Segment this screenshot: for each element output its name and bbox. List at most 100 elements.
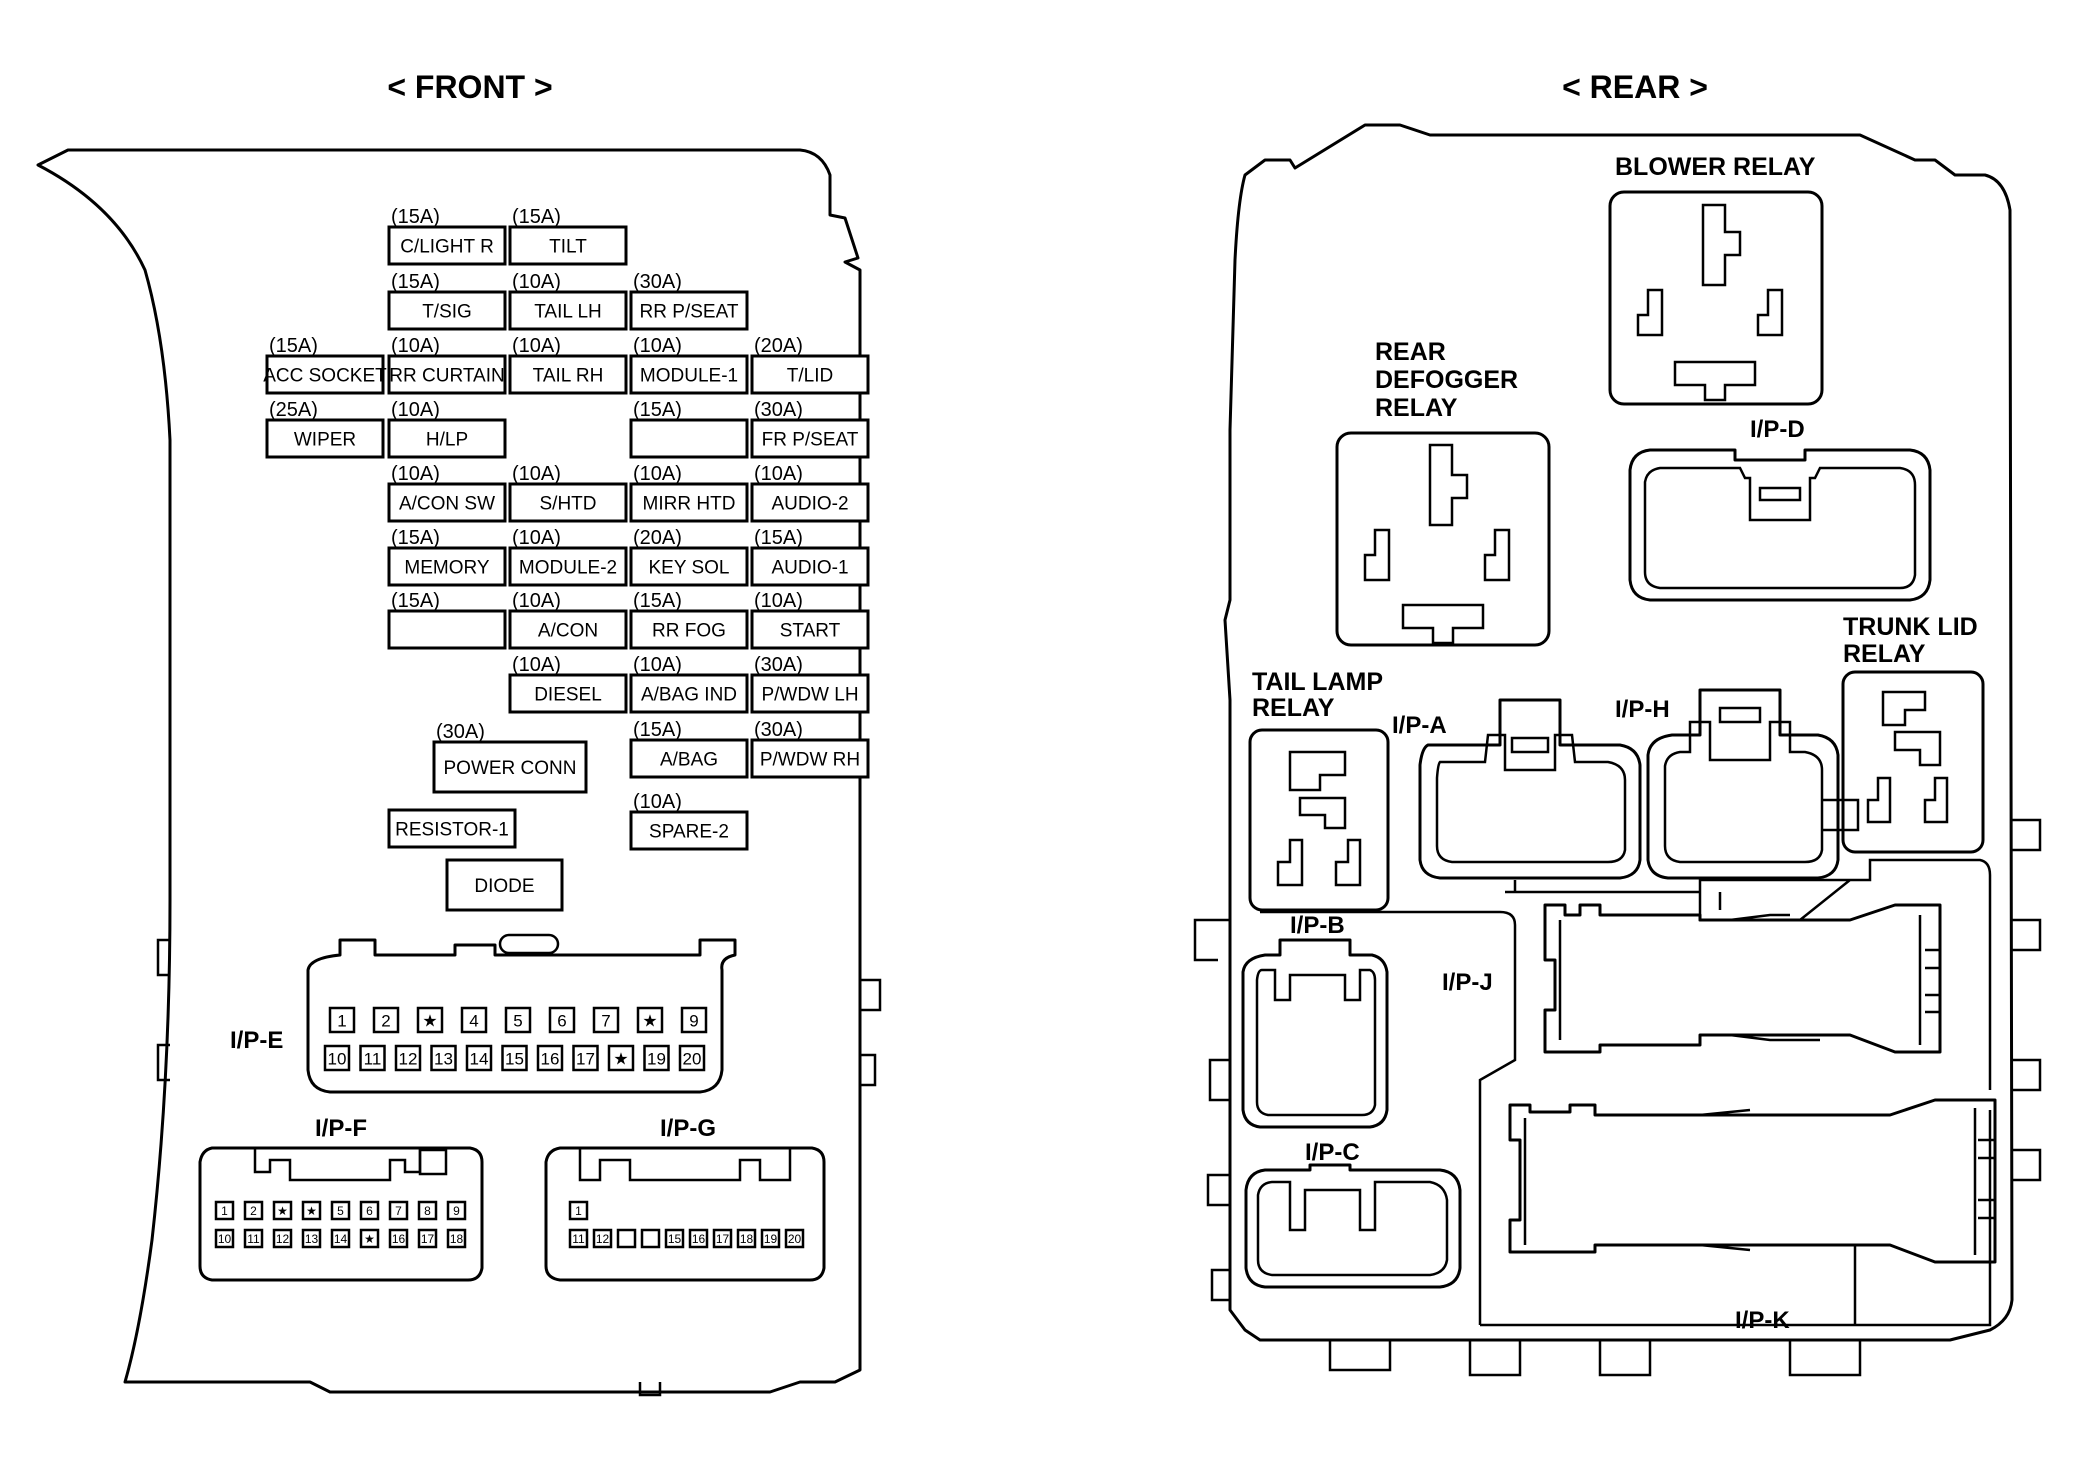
fuse-slot: (10A)A/CON SW xyxy=(387,463,507,523)
connector-pin xyxy=(592,1228,613,1249)
fuse-box xyxy=(750,673,870,714)
pin-number: 13 xyxy=(434,1049,453,1068)
connector-pin xyxy=(446,1200,467,1221)
connector-pin xyxy=(784,1228,805,1249)
connector-pin xyxy=(465,1044,493,1072)
fuse-amperage: (30A) xyxy=(633,271,682,293)
ipk-label: I/P-K xyxy=(1735,1307,1790,1334)
fuse-label: KEY SOL xyxy=(649,558,730,579)
pin-number: 4 xyxy=(469,1011,478,1030)
pin-number: 14 xyxy=(470,1049,489,1068)
tail-lamp-label-1: TAIL LAMP xyxy=(1252,668,1383,696)
pin-number: 17 xyxy=(576,1049,595,1068)
fuse-box xyxy=(750,482,870,523)
fuse-amperage: (10A) xyxy=(391,463,440,485)
fuse-amperage: (10A) xyxy=(391,399,440,421)
fuse-amperage: (15A) xyxy=(391,590,440,612)
fuse-amperage: (10A) xyxy=(512,590,561,612)
ipc-label: I/P-C xyxy=(1305,1139,1360,1166)
fuse-slot: (30A)FR P/SEAT xyxy=(750,399,870,459)
pin-number: 11 xyxy=(572,1232,585,1246)
defogger-relay xyxy=(1335,431,1551,647)
fuse-label: P/WDW RH xyxy=(760,750,860,771)
pin-number: ★ xyxy=(613,1049,628,1068)
ipf-connector xyxy=(198,1146,484,1282)
pin-number: 8 xyxy=(424,1204,431,1218)
fuse-slot: (15A)C/LIGHT R xyxy=(387,206,507,266)
fuse-label: P/WDW LH xyxy=(761,685,858,706)
ipj-connector xyxy=(1543,903,1942,1054)
fuse-box xyxy=(629,482,749,523)
fuse-amperage: (20A) xyxy=(633,527,682,549)
connector-pin xyxy=(712,1228,733,1249)
fuse-box xyxy=(750,354,870,395)
pin-number: 18 xyxy=(740,1232,754,1246)
fuse-label: MEMORY xyxy=(404,558,489,579)
pin-number: ★ xyxy=(306,1204,317,1218)
fuse-label: MODULE-2 xyxy=(519,558,617,579)
connector-pin xyxy=(568,1228,589,1249)
blower-relay-terminals xyxy=(1636,203,1784,402)
pin-number: 14 xyxy=(334,1232,348,1246)
fuse-slot: (15A) TILT xyxy=(508,206,628,266)
connector-pin xyxy=(330,1228,351,1249)
ipb-label: I/P-B xyxy=(1290,912,1345,939)
rear-panel-tabs xyxy=(1193,818,2042,1377)
connector-pin xyxy=(760,1228,781,1249)
fuse-box xyxy=(265,418,385,459)
ipd-label: I/P-D xyxy=(1750,416,1805,443)
pin-number: 16 xyxy=(392,1232,406,1246)
fuse-label: TILT xyxy=(549,237,587,258)
connector-pin xyxy=(640,1228,661,1249)
fuse-amperage: (15A) xyxy=(754,527,803,549)
ipg-key xyxy=(578,1148,792,1182)
fuse-box xyxy=(629,546,749,587)
ipb-inner xyxy=(1255,968,1377,1117)
fuse-slot: (15A) xyxy=(387,590,507,650)
fuse-amperage: (15A) xyxy=(512,206,561,228)
fuse-label: A/BAG xyxy=(660,750,718,771)
fuse-slot: (15A) xyxy=(629,399,749,459)
pin-number: 11 xyxy=(247,1232,260,1246)
fuse-amperage: (10A) xyxy=(512,654,561,676)
fuse-slot: (10A) MODULE-1 xyxy=(629,335,749,395)
ipf-key xyxy=(253,1148,422,1182)
connector-pin xyxy=(328,1006,356,1034)
fuse-box xyxy=(387,808,517,849)
pin-number: 13 xyxy=(305,1232,319,1246)
connector-pin xyxy=(664,1228,685,1249)
fuse-amperage: (10A) xyxy=(633,654,682,676)
fuse-amperage: (20A) xyxy=(754,335,803,357)
fuse-box xyxy=(445,858,564,912)
fuse-box xyxy=(508,290,628,331)
fuse-amperage: (30A) xyxy=(754,719,803,741)
fuse-amperage: (10A) xyxy=(633,463,682,485)
rear-inner-divider xyxy=(1260,858,1992,1327)
fuse-slot: DIODE xyxy=(445,858,564,912)
fuse-box xyxy=(265,354,385,395)
pin-number: 20 xyxy=(788,1232,802,1246)
connector-pin xyxy=(643,1044,670,1072)
pin-number: ★ xyxy=(277,1204,288,1218)
rear-panel-outline xyxy=(1223,123,2014,1342)
pin-number: 19 xyxy=(647,1049,666,1068)
fuse-label: MODULE-1 xyxy=(640,366,738,387)
connector-pin xyxy=(359,1200,380,1221)
fuse-label: SPARE-2 xyxy=(649,822,729,843)
pin-number: 2 xyxy=(381,1011,390,1030)
fuse-amperage: (10A) xyxy=(633,335,682,357)
rear-heading: < REAR > xyxy=(1562,69,1708,105)
front-panel-outline xyxy=(36,148,862,1394)
connector-pin xyxy=(592,1006,620,1034)
fuse-amperage: (15A) xyxy=(633,399,682,421)
ipd-connector xyxy=(1628,448,1932,602)
pin-number: 7 xyxy=(395,1204,402,1218)
trunk-lid-relay xyxy=(1841,670,1985,854)
fuse-block: (15A)C/LIGHT R(15A)TILT(15A)T/SIG(10A)TA… xyxy=(263,206,870,912)
connector-pin xyxy=(736,1228,757,1249)
fuse-slot: (30A)POWER CONN xyxy=(432,721,588,794)
connector-pin xyxy=(388,1228,409,1249)
fuse-amperage: (30A) xyxy=(754,654,803,676)
connector-pin xyxy=(243,1200,264,1221)
